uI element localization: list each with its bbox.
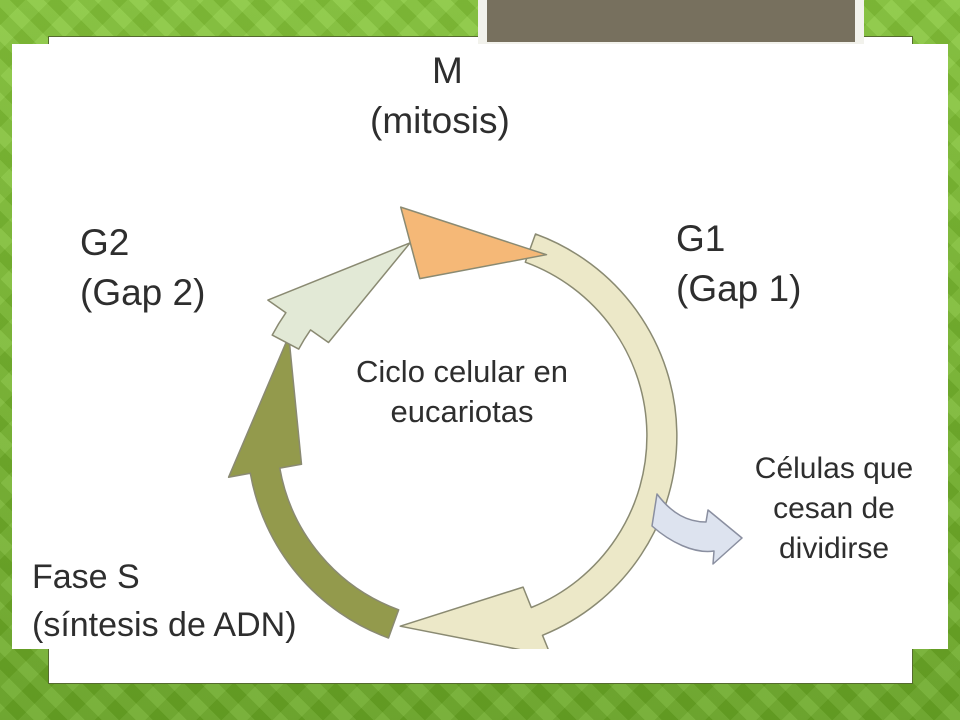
exit-caption: Células que cesan de dividirse bbox=[724, 449, 944, 569]
m-arc-arrow bbox=[399, 206, 548, 280]
phase-g1-label: G1 bbox=[676, 218, 726, 259]
center-caption: Ciclo celular en eucariotas bbox=[312, 352, 612, 432]
phase-g2-label: G2 bbox=[80, 222, 130, 263]
title-placeholder-bar bbox=[487, 0, 855, 42]
exit-caption-line-1: Células que bbox=[754, 452, 914, 485]
g1-arc-arrow bbox=[399, 233, 678, 649]
phase-m-sublabel: (mitosis) bbox=[370, 100, 510, 141]
phase-g1-sublabel: (Gap 1) bbox=[676, 268, 802, 309]
exit-caption-line-2: cesan de bbox=[773, 492, 895, 525]
cycle-arrows bbox=[227, 206, 743, 649]
g2-arc-arrow bbox=[267, 242, 411, 350]
cell-cycle-svg bbox=[227, 206, 743, 649]
cell-cycle-diagram: M (mitosis) G1 (Gap 1) G2 (Gap 2) Fase S… bbox=[12, 44, 948, 649]
center-caption-line-1: Ciclo celular en bbox=[356, 354, 568, 389]
phase-g2-sublabel: (Gap 2) bbox=[80, 272, 206, 313]
phase-s-label: Fase S bbox=[32, 558, 140, 596]
center-caption-line-2: eucariotas bbox=[390, 394, 534, 429]
phase-s-sublabel: (síntesis de ADN) bbox=[32, 606, 297, 644]
exit-caption-line-3: dividirse bbox=[778, 532, 890, 565]
exit-arrow bbox=[651, 493, 743, 565]
phase-m-label: M bbox=[432, 50, 463, 91]
